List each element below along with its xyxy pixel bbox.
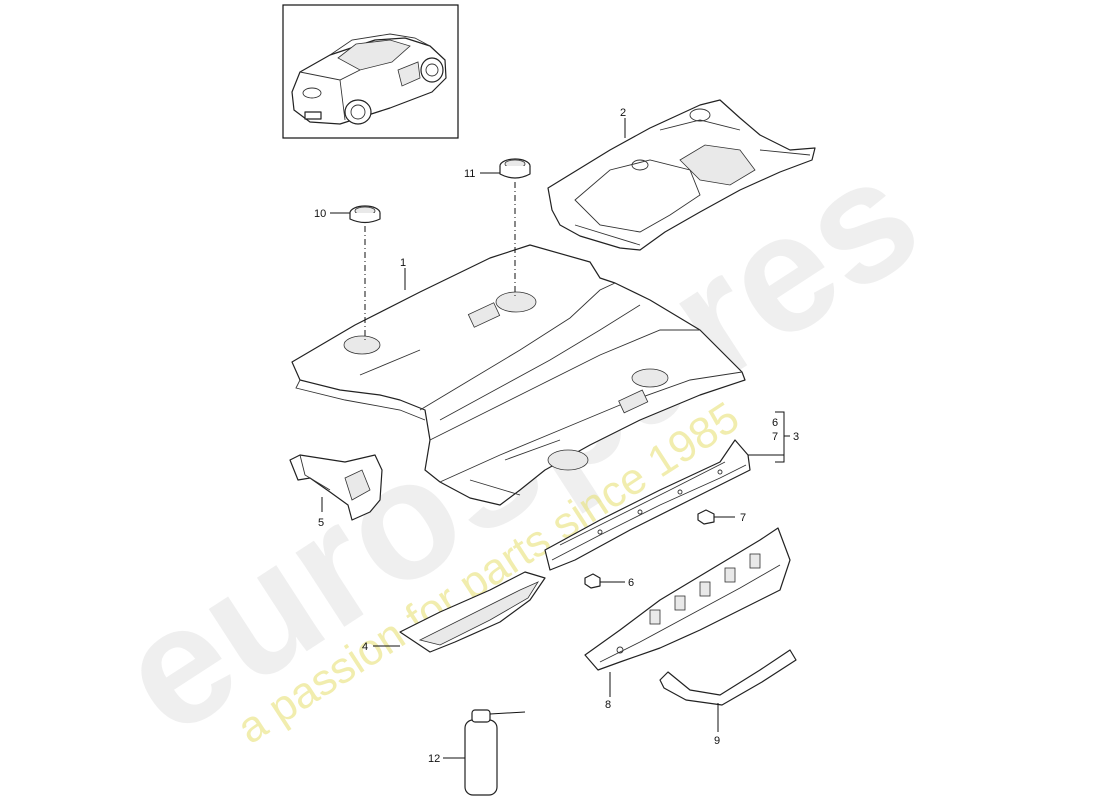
callout-3: 3 (793, 431, 799, 443)
callout-12: 12 (428, 753, 440, 765)
callouts: 1 2 3 4 5 6 7 6 7 8 9 10 11 12 (314, 107, 799, 765)
callout-11: 11 (464, 168, 475, 180)
callout-9: 9 (714, 735, 720, 747)
part-clip-6 (584, 573, 601, 589)
callout-8: 8 (605, 699, 611, 711)
part-plug-10 (349, 205, 381, 224)
callout-1: 1 (400, 257, 406, 269)
car-thumbnail (282, 4, 459, 139)
part-bracket-5 (289, 454, 383, 521)
part-reinforcement-8 (584, 527, 791, 671)
part-shield-4 (399, 571, 546, 653)
leader-lines (321, 118, 790, 759)
callout-6-bracket: 6 (772, 417, 778, 429)
part-plug-11 (499, 158, 531, 179)
part-rear-floor (547, 99, 816, 251)
callout-2: 2 (620, 107, 626, 119)
callout-10: 10 (314, 208, 326, 220)
part-seal-9 (659, 649, 797, 706)
callout-5: 5 (318, 517, 324, 529)
part-floor-pan (291, 244, 746, 506)
part-spray-can-12 (464, 709, 526, 796)
callout-7: 7 (740, 512, 746, 524)
callout-7-bracket: 7 (772, 431, 778, 443)
part-clip-7 (697, 509, 715, 525)
part-sill-3 (544, 439, 751, 571)
callout-4: 4 (362, 641, 368, 653)
callout-6: 6 (628, 577, 634, 589)
